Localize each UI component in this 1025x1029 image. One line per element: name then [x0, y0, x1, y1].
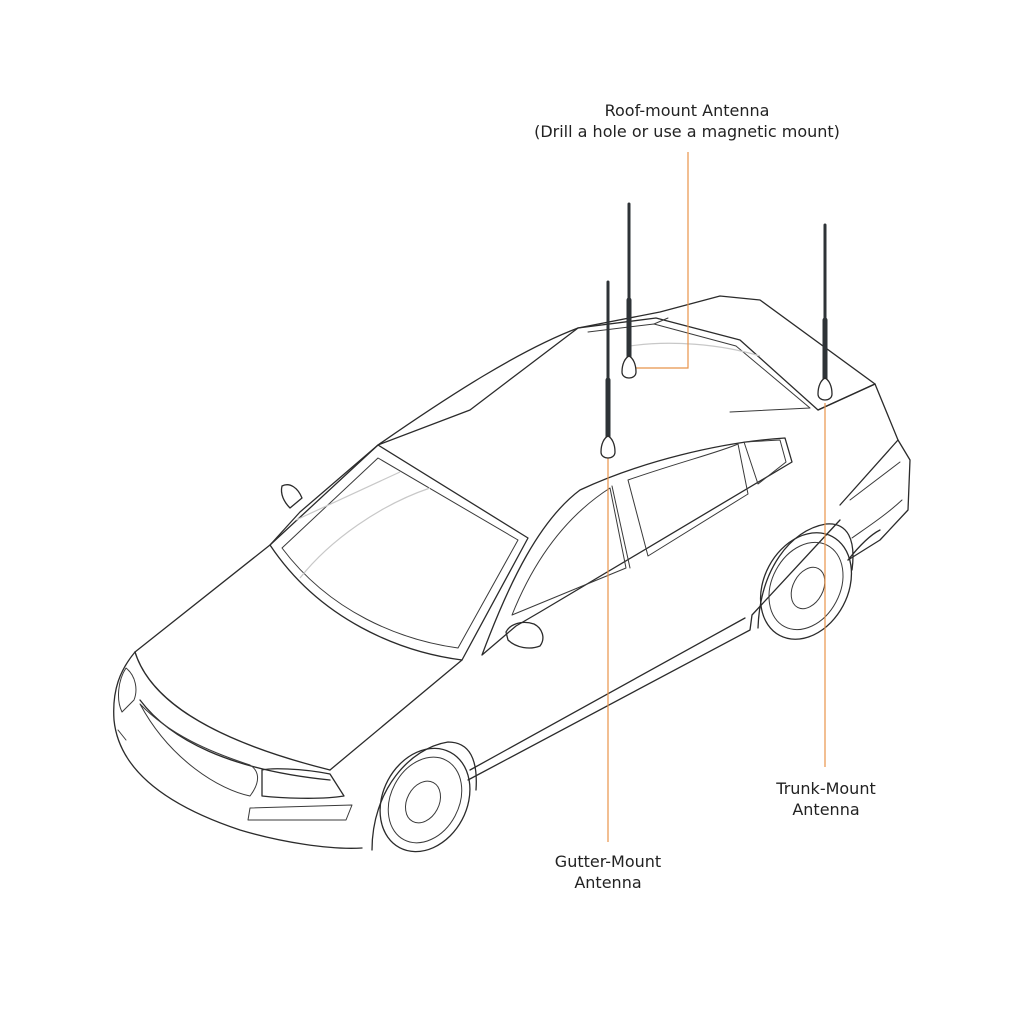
rear-wheel: [757, 523, 854, 640]
trunk-mount-label-line2: Antenna: [792, 800, 860, 819]
front-wheel: [371, 741, 477, 853]
roof-leader-line: [634, 152, 689, 369]
roof-antenna: [621, 202, 637, 379]
trunk-antenna: [817, 223, 833, 401]
roof-mount-label-line2: (Drill a hole or use a magnetic mount): [534, 122, 840, 141]
gutter-antenna: [600, 280, 616, 459]
trunk-mount-label-line1: Trunk-Mount: [776, 779, 876, 798]
gutter-mount-label-line1: Gutter-Mount: [554, 852, 662, 871]
car-body: [113, 295, 911, 853]
gutter-mount-label: Gutter-Mount Antenna: [528, 851, 688, 893]
leader-lines: [607, 152, 826, 842]
roof-mount-label: Roof-mount Antenna (Drill a hole or use …: [487, 100, 887, 142]
roof-mount-label-line1: Roof-mount Antenna: [604, 101, 770, 120]
gutter-mount-label-line2: Antenna: [574, 873, 642, 892]
trunk-mount-label: Trunk-Mount Antenna: [746, 778, 906, 820]
